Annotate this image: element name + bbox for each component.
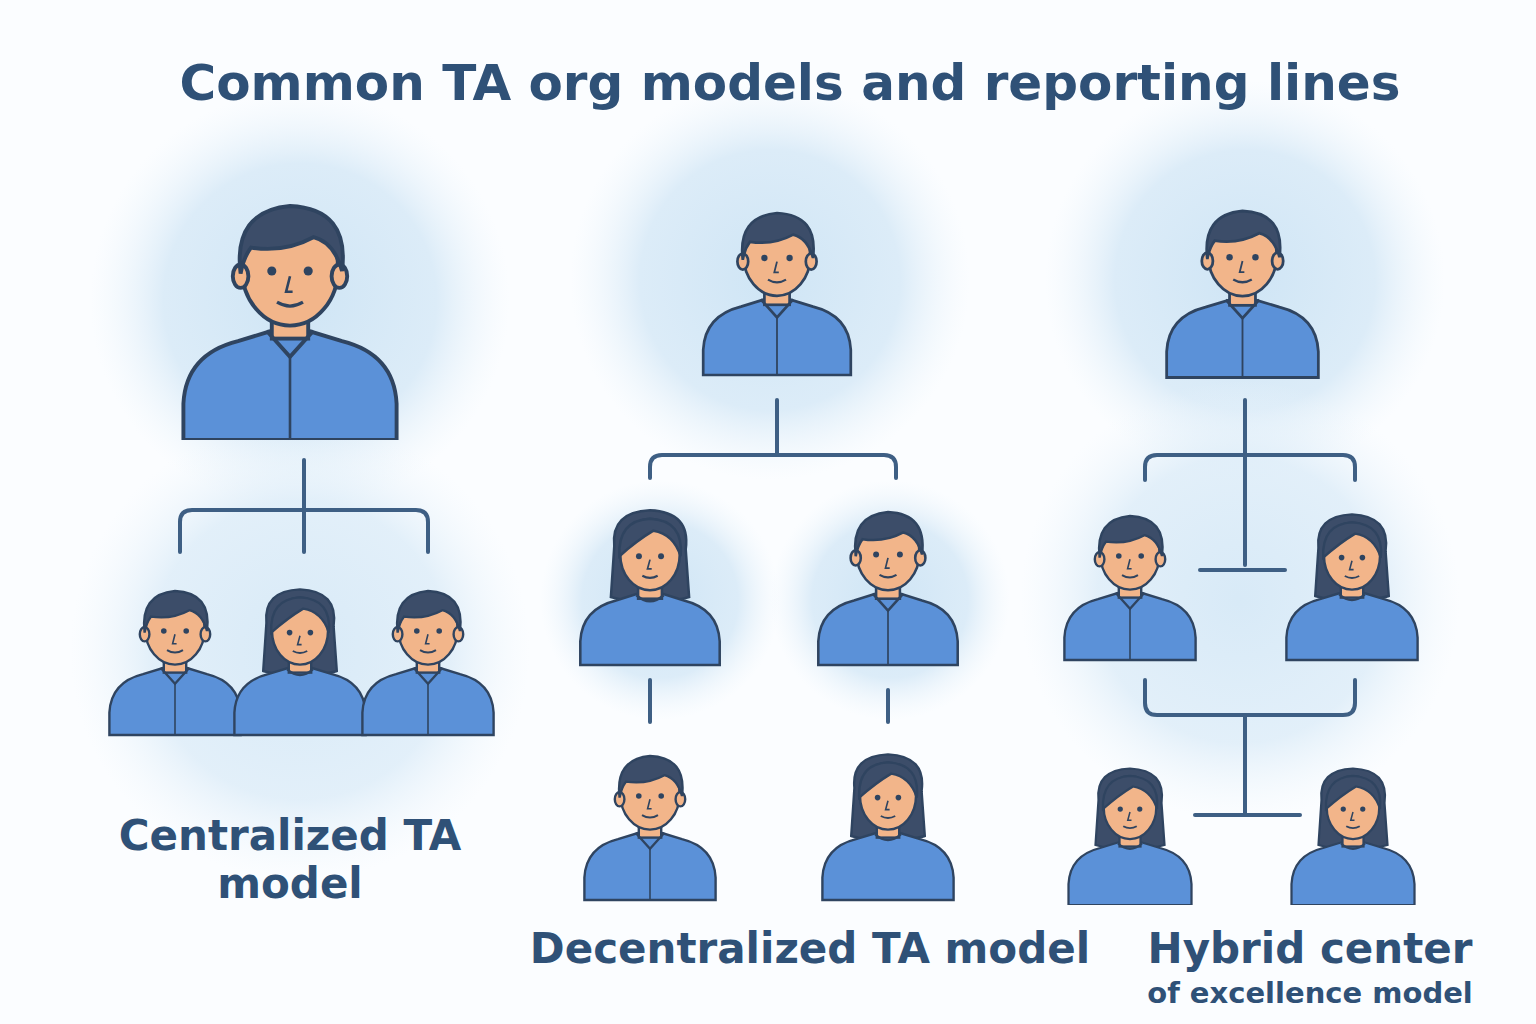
model-label: Decentralized TA model — [500, 925, 1120, 973]
model-label: of excellence model — [1110, 977, 1510, 1010]
model-label: Centralized TA model — [110, 812, 470, 909]
background-blob — [70, 80, 1460, 880]
reporting-line — [180, 400, 1355, 815]
model-label: Hybrid center — [1110, 925, 1510, 973]
diagram-title: Common TA org models and reporting lines — [90, 55, 1490, 113]
person-icon — [109, 206, 1417, 905]
